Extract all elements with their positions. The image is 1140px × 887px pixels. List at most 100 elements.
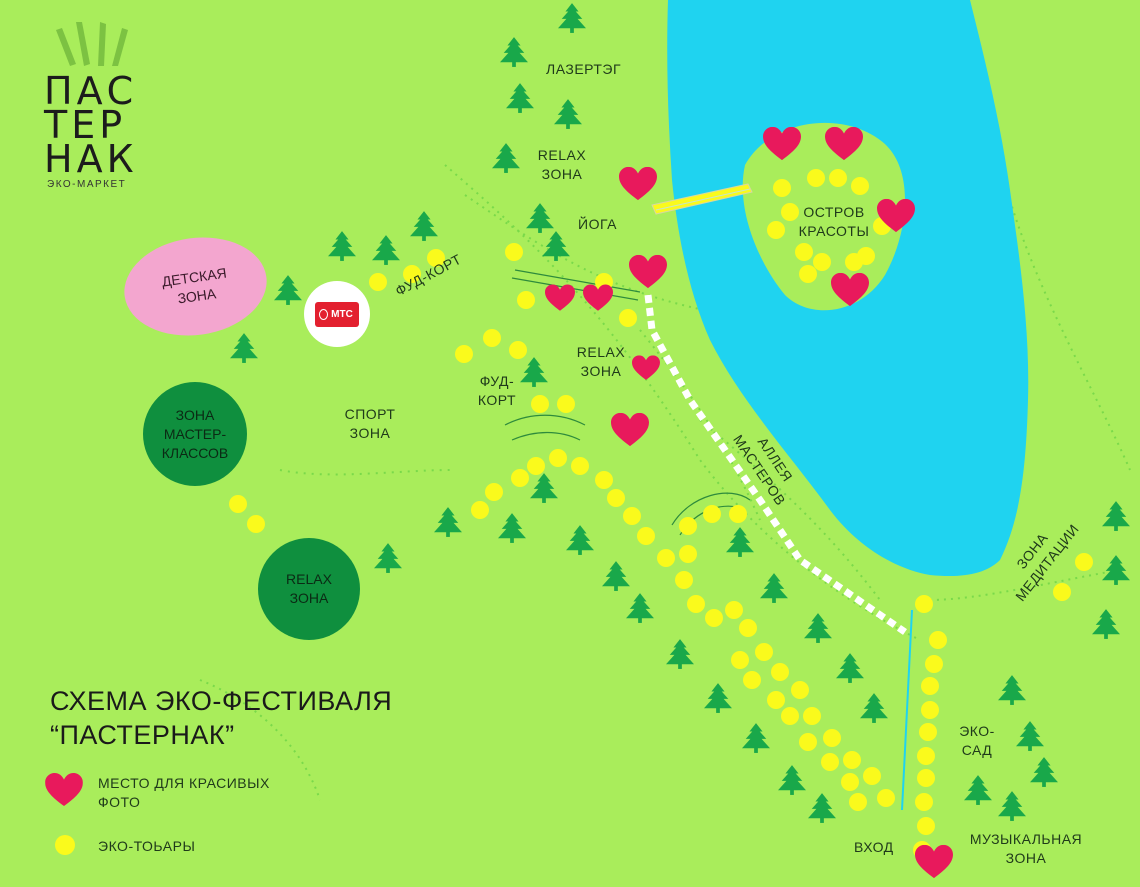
- eco-goods-dots: [229, 169, 1093, 859]
- eco-goods-dot: [509, 341, 527, 359]
- logo-line-1: ПАС: [44, 69, 138, 113]
- eco-goods-dot: [845, 253, 863, 271]
- eco-goods-dot: [527, 457, 545, 475]
- mts-logo-text: МТС: [331, 308, 353, 320]
- label-island-2: КРАСОТЫ: [798, 223, 870, 239]
- label-relax-top: RELAX ЗОНА: [536, 146, 588, 184]
- eco-goods-dot: [849, 793, 867, 811]
- eco-goods-dot: [483, 329, 501, 347]
- eco-goods-dot: [485, 483, 503, 501]
- eco-goods-dot: [517, 291, 535, 309]
- label-music-1: МУЗЫКАЛЬНАЯ: [969, 831, 1083, 847]
- eco-goods-dot: [823, 729, 841, 747]
- label-foodcourt-mid-1: ФУД-: [479, 373, 515, 389]
- eco-goods-dot: [921, 677, 939, 695]
- eco-goods-dot: [877, 789, 895, 807]
- eco-goods-dot: [607, 489, 625, 507]
- legend-heart-icon: [44, 773, 84, 807]
- eco-goods-dot: [851, 177, 869, 195]
- label-yoga: ЙОГА: [578, 216, 617, 232]
- eco-goods-dot: [799, 265, 817, 283]
- eco-goods-dot: [915, 595, 933, 613]
- eco-goods-dot: [619, 309, 637, 327]
- legend-dot-icon: [55, 835, 75, 855]
- eco-goods-dot: [795, 243, 813, 261]
- eco-goods-dot: [771, 663, 789, 681]
- label-relax-mid-2: ЗОНА: [580, 363, 622, 379]
- label-relax-top-1: RELAX: [537, 147, 587, 163]
- parsnip-leaves-icon: [56, 22, 128, 66]
- eco-goods-dot: [729, 505, 747, 523]
- label-lasertag: ЛАЗЕРТЭГ: [546, 61, 622, 77]
- eco-goods-dot: [925, 655, 943, 673]
- eco-goods-dot: [725, 601, 743, 619]
- eco-goods-dot: [675, 571, 693, 589]
- eco-goods-dot: [781, 203, 799, 221]
- eco-goods-dot: [917, 747, 935, 765]
- eco-goods-dot: [781, 707, 799, 725]
- label-island: ОСТРОВ КРАСОТЫ: [794, 203, 874, 241]
- logo-line-3: НАК: [44, 137, 138, 181]
- legend-heart-label-2: ФОТО: [98, 794, 141, 810]
- eco-goods-dot: [471, 501, 489, 519]
- label-foodcourt-mid-2: КОРТ: [477, 392, 517, 408]
- logo: ПАС ТЕР НАК ЭКО-МАРКЕТ: [44, 22, 144, 192]
- eco-goods-dot: [799, 733, 817, 751]
- masterclass-zone-label-1: ЗОНА: [175, 406, 215, 423]
- eco-goods-dot: [427, 249, 445, 267]
- eco-goods-dot: [505, 243, 523, 261]
- label-island-1: ОСТРОВ: [803, 204, 865, 220]
- label-entrance: ВХОД: [854, 839, 894, 855]
- eco-goods-dot: [557, 395, 575, 413]
- legend-dot-label: ЭКО-ТОЬАРЫ: [98, 838, 196, 854]
- eco-goods-dot: [915, 793, 933, 811]
- eco-goods-dot: [571, 457, 589, 475]
- label-relax-mid-1: RELAX: [576, 344, 626, 360]
- map-title: СХЕМА ЭКО-ФЕСТИВАЛЯ “ПАСТЕРНАК”: [50, 684, 392, 752]
- eco-goods-dot: [731, 651, 749, 669]
- eco-goods-dot: [1075, 553, 1093, 571]
- label-foodcourt-mid: ФУД- КОРТ: [474, 372, 520, 410]
- eco-goods-dot: [791, 681, 809, 699]
- legend-heart-label: МЕСТО ДЛЯ КРАСИВЫХ ФОТО: [98, 774, 270, 812]
- label-music-2: ЗОНА: [1005, 850, 1047, 866]
- eco-goods-dot: [247, 515, 265, 533]
- alley-dashed-path: [644, 294, 907, 635]
- eco-goods-dot: [841, 773, 859, 791]
- eco-goods-dot: [813, 253, 831, 271]
- eco-goods-dot: [917, 817, 935, 835]
- eco-goods-dot: [929, 631, 947, 649]
- eco-goods-dot: [803, 707, 821, 725]
- eco-goods-dot: [703, 505, 721, 523]
- map-title-line-1: СХЕМА ЭКО-ФЕСТИВАЛЯ: [50, 686, 393, 716]
- mts-sponsor-badge[interactable]: МТС: [304, 281, 370, 347]
- label-sport-1: СПОРТ: [344, 406, 396, 422]
- relax-zone-big-label-2: ЗОНА: [289, 590, 329, 606]
- eco-goods-dot: [623, 507, 641, 525]
- eco-goods-dot: [739, 619, 757, 637]
- eco-goods-dot: [863, 767, 881, 785]
- eco-goods-dot: [657, 549, 675, 567]
- eco-goods-dot: [767, 221, 785, 239]
- mts-logo: МТС: [315, 301, 359, 327]
- bridge: [651, 183, 753, 215]
- eco-goods-dot: [807, 169, 825, 187]
- eco-goods-dot: [531, 395, 549, 413]
- label-sport-2: ЗОНА: [349, 425, 391, 441]
- mts-egg-icon: [319, 308, 329, 320]
- eco-goods-dot: [919, 723, 937, 741]
- masterclass-zone-label-2: МАСТЕР-: [163, 425, 227, 442]
- eco-goods-dot: [369, 273, 387, 291]
- legend-heart-label-1: МЕСТО ДЛЯ КРАСИВЫХ: [98, 775, 270, 791]
- eco-goods-dot: [773, 179, 791, 197]
- logo-wordmark: ПАС ТЕР НАК: [44, 69, 138, 181]
- eco-goods-dot: [755, 643, 773, 661]
- eco-goods-dot: [921, 701, 939, 719]
- label-relax-top-2: ЗОНА: [541, 166, 583, 182]
- eco-goods-dot: [595, 471, 613, 489]
- label-sport: СПОРТ ЗОНА: [340, 405, 400, 443]
- eco-goods-dot: [403, 265, 421, 283]
- eco-goods-dot: [637, 527, 655, 545]
